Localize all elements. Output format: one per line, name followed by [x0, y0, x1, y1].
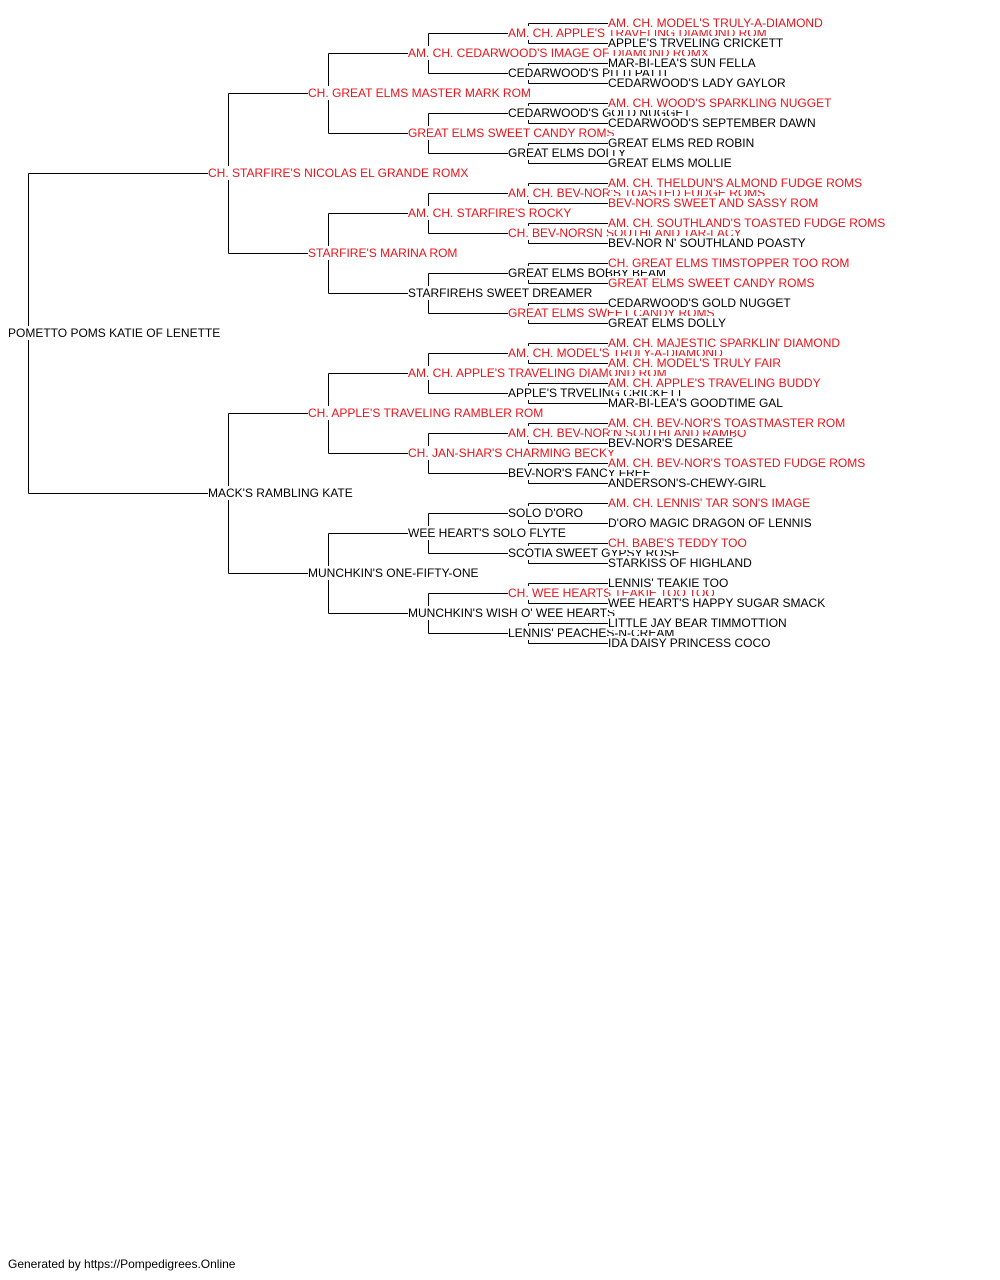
ancestor-gen5-15: CEDARWOOD'S GOLD NUGGET: [608, 296, 791, 310]
ancestor-gen5-22: BEV-NOR'S DESAREE: [608, 436, 733, 450]
ancestor-gen5-18: AM. CH. MODEL'S TRULY FAIR: [608, 356, 781, 370]
ancestor-gen3-5: AM. CH. APPLE'S TRAVELING DIAMOND ROM: [408, 366, 667, 380]
ancestor-gen5-28: STARKISS OF HIGHLAND: [608, 556, 752, 570]
ancestor-gen5-21: AM. CH. BEV-NOR'S TOASTMASTER ROM: [608, 416, 846, 430]
ancestor-gen5-5: AM. CH. WOOD'S SPARKLING NUGGET: [608, 96, 832, 110]
ancestor-gen5-11: AM. CH. SOUTHLAND'S TOASTED FUDGE ROMS: [608, 216, 886, 230]
ancestor-gen5-13: CH. GREAT ELMS TIMSTOPPER TOO ROM: [608, 256, 850, 270]
ancestor-gen5-4: CEDARWOOD'S LADY GAYLOR: [608, 76, 786, 90]
ancestor-gen2-1: CH. GREAT ELMS MASTER MARK ROM: [308, 86, 531, 100]
ancestor-gen5-17: AM. CH. MAJESTIC SPARKLIN' DIAMOND: [608, 336, 841, 350]
ancestor-gen5-23: AM. CH. BEV-NOR'S TOASTED FUDGE ROMS: [608, 456, 866, 470]
ancestor-gen5-9: AM. CH. THELDUN'S ALMOND FUDGE ROMS: [608, 176, 863, 190]
ancestor-gen3-8: MUNCHKIN'S WISH O' WEE HEARTS: [408, 606, 616, 620]
ancestor-gen5-12: BEV-NOR N' SOUTHLAND POASTY: [608, 236, 806, 250]
ancestor-gen5-32: IDA DAISY PRINCESS COCO: [608, 636, 771, 650]
ancestor-gen3-3: AM. CH. STARFIRE'S ROCKY: [408, 206, 572, 220]
ancestor-gen5-26: D'ORO MAGIC DRAGON OF LENNIS: [608, 516, 812, 530]
ancestor-gen5-1: AM. CH. MODEL'S TRULY-A-DIAMOND: [608, 16, 823, 30]
ancestor-gen5-24: ANDERSON'S-CHEWY-GIRL: [608, 476, 766, 490]
ancestor-gen1-2: MACK'S RAMBLING KATE: [208, 486, 353, 500]
ancestor-gen5-8: GREAT ELMS MOLLIE: [608, 156, 732, 170]
ancestor-gen5-27: CH. BABE'S TEDDY TOO: [608, 536, 747, 550]
ancestor-gen5-2: APPLE'S TRVELING CRICKETT: [608, 36, 784, 50]
ancestor-gen5-31: LITTLE JAY BEAR TIMMOTTION: [608, 616, 787, 630]
ancestor-gen2-3: CH. APPLE'S TRAVELING RAMBLER ROM: [308, 406, 544, 420]
ancestor-gen5-20: MAR-BI-LEA'S GOODTIME GAL: [608, 396, 783, 410]
ancestor-gen5-7: GREAT ELMS RED ROBIN: [608, 136, 755, 150]
ancestor-gen2-2: STARFIRE'S MARINA ROM: [308, 246, 458, 260]
ancestor-gen2-4: MUNCHKIN'S ONE-FIFTY-ONE: [308, 566, 479, 580]
ancestor-gen3-7: WEE HEART'S SOLO FLYTE: [408, 526, 566, 540]
subject-dog-name: POMETTO POMS KATIE OF LENETTE: [8, 326, 221, 340]
footer-credit: Generated by https://Pompedigrees.Online: [8, 1257, 236, 1271]
ancestor-gen4-4: GREAT ELMS DOLLY: [508, 146, 627, 160]
ancestor-gen1-1: CH. STARFIRE'S NICOLAS EL GRANDE ROMX: [208, 166, 469, 180]
ancestor-gen3-6: CH. JAN-SHAR'S CHARMING BECKY: [408, 446, 615, 460]
ancestor-gen3-4: STARFIREHS SWEET DREAMER: [408, 286, 593, 300]
ancestor-gen5-6: CEDARWOOD'S SEPTEMBER DAWN: [608, 116, 816, 130]
ancestor-gen5-10: BEV-NORS SWEET AND SASSY ROM: [608, 196, 819, 210]
ancestor-gen5-16: GREAT ELMS DOLLY: [608, 316, 727, 330]
ancestor-gen5-3: MAR-BI-LEA'S SUN FELLA: [608, 56, 756, 70]
ancestor-gen5-25: AM. CH. LENNIS' TAR SON'S IMAGE: [608, 496, 811, 510]
ancestor-gen5-14: GREAT ELMS SWEET CANDY ROMS: [608, 276, 815, 290]
ancestor-gen3-2: GREAT ELMS SWEET CANDY ROMS: [408, 126, 615, 140]
ancestor-gen4-13: SOLO D'ORO: [508, 506, 583, 520]
ancestor-gen5-29: LENNIS' TEAKIE TOO: [608, 576, 729, 590]
ancestor-gen5-30: WEE HEART'S HAPPY SUGAR SMACK: [608, 596, 826, 610]
ancestor-gen5-19: AM. CH. APPLE'S TRAVELING BUDDY: [608, 376, 821, 390]
